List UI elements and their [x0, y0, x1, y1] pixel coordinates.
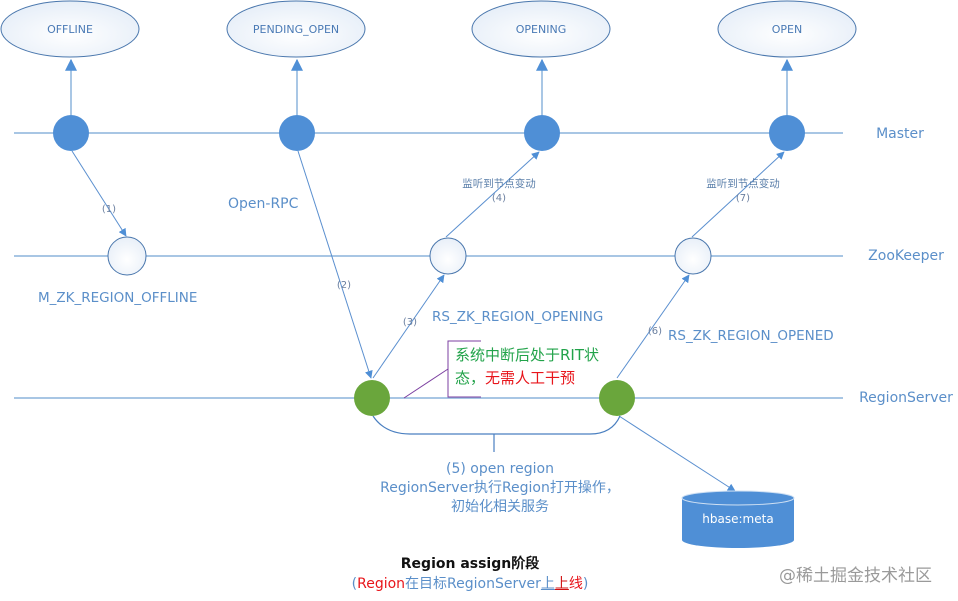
state-opening: OPENING	[471, 0, 611, 58]
zk-label-opening: RS_ZK_REGION_OPENING	[432, 309, 603, 325]
master-node-pending-open	[279, 115, 315, 151]
subtitle-open-paren: (	[351, 576, 358, 592]
subtitle-xian: 线	[568, 576, 583, 592]
open-region-line2: RegionServer执行Region打开操作，	[380, 480, 620, 496]
zk-node-opening	[429, 237, 467, 275]
rit-note-line2-red: 无需人工干预	[485, 369, 576, 387]
zk-label-offline: M_ZK_REGION_OFFLINE	[38, 290, 197, 306]
state-pending-open: PENDING_OPEN	[226, 0, 366, 58]
master-node-opening	[524, 115, 560, 151]
rit-note: 系统中断后处于RIT状 态，无需人工干预	[455, 344, 599, 390]
open-region-line3: 初始化相关服务	[451, 499, 549, 515]
rit-note-line2: 态，无需人工干预	[455, 367, 599, 390]
master-node-offline	[53, 115, 89, 151]
diagram-subtitle: (Region在目标RegionServer上上线)	[340, 573, 600, 593]
diagram-title: Region assign阶段	[400, 556, 540, 572]
arrow-step-2	[297, 150, 373, 379]
arrow-step-4	[445, 151, 540, 238]
zk-node-opened	[674, 237, 712, 275]
open-region-bracket	[372, 415, 621, 435]
state-pending-open-label: PENDING_OPEN	[253, 23, 339, 36]
subtitle-region: Region	[357, 576, 406, 592]
open-rpc-label: Open-RPC	[228, 196, 299, 212]
step-label-1: (1)	[102, 204, 116, 215]
arrow-step-6	[616, 274, 690, 379]
arrow-to-meta	[618, 415, 736, 492]
step-label-7: (7)	[736, 193, 750, 204]
state-opening-label: OPENING	[516, 23, 566, 36]
watermark: @稀土掘金技术社区	[779, 566, 932, 586]
step-label-6: (6)	[648, 326, 662, 337]
state-offline: OFFLINE	[0, 0, 140, 58]
arrow-step-3	[372, 274, 445, 379]
zk-node-offline	[107, 236, 147, 276]
note-pointer	[403, 368, 449, 399]
lane-label-master: Master	[876, 126, 924, 142]
state-offline-label: OFFLINE	[47, 23, 93, 36]
subtitle-close-paren: )	[582, 576, 589, 592]
step-label-2: (2)	[337, 280, 351, 291]
hbase-meta-label: hbase:meta	[702, 512, 773, 526]
hbase-meta-database: hbase:meta	[681, 490, 795, 548]
listen-label-7: 监听到节点变动	[706, 177, 780, 190]
rs-node-opened	[599, 380, 635, 416]
listen-label-4: 监听到节点变动	[462, 177, 536, 190]
open-region-line1: (5) open region	[446, 461, 554, 477]
open-region-description: (5) open region RegionServer执行Region打开操作…	[340, 460, 660, 517]
rs-node-opening	[354, 380, 390, 416]
state-open: OPEN	[717, 0, 857, 58]
step-label-3: (3)	[403, 317, 417, 328]
step-label-4: (4)	[492, 193, 506, 204]
rit-note-line2-green: 态，	[455, 369, 486, 387]
rit-note-line1: 系统中断后处于RIT状	[455, 346, 600, 364]
state-open-label: OPEN	[772, 23, 802, 36]
subtitle-shang1: 上	[540, 576, 555, 592]
lane-label-zookeeper: ZooKeeper	[868, 248, 944, 264]
subtitle-middle: 在目标RegionServer	[405, 576, 541, 592]
master-node-open	[769, 115, 805, 151]
subtitle-shang2: 上	[554, 576, 569, 592]
arrow-step-7	[691, 151, 785, 238]
zk-label-opened: RS_ZK_REGION_OPENED	[668, 328, 834, 344]
arrow-step-1	[71, 150, 127, 237]
lane-label-regionserver: RegionServer	[859, 390, 953, 406]
